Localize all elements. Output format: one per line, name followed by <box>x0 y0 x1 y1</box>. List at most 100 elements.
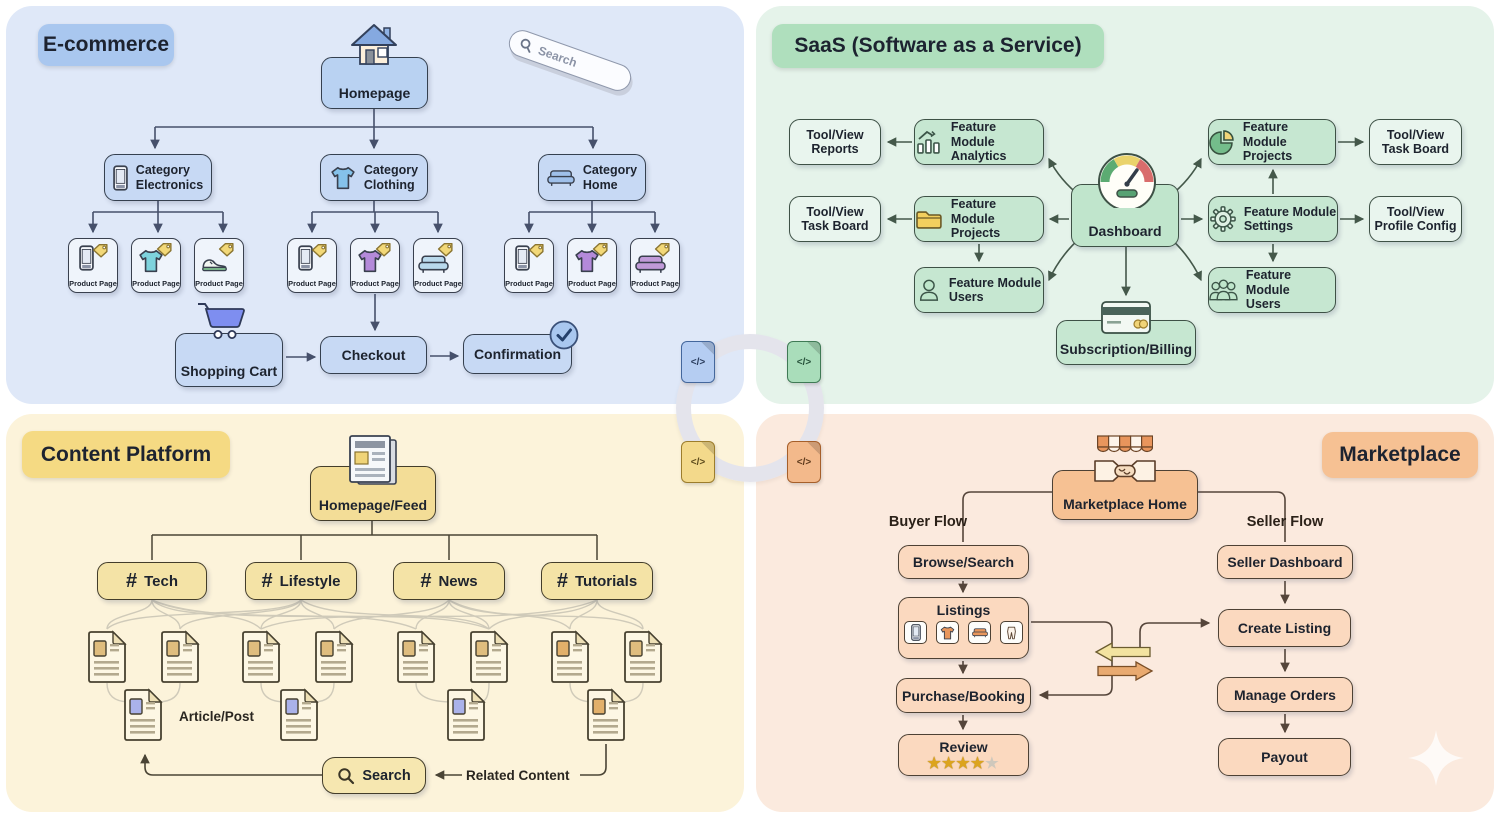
node-line2: Users <box>1245 297 1281 312</box>
browse-search-node: Browse/Search <box>898 545 1029 579</box>
marketplace-home-node: Marketplace Home <box>1052 470 1198 520</box>
gauge-icon <box>1098 153 1156 208</box>
article-document-icon <box>311 630 357 684</box>
article-post-document-icon <box>276 688 322 742</box>
product-page-card: Product Page <box>287 238 337 293</box>
node-line1: Feature Module <box>950 120 997 149</box>
article-post-document-icon <box>443 688 489 742</box>
article-document-icon <box>620 630 666 684</box>
node-line2: Task Board <box>1381 142 1450 156</box>
product-page-label: Product Page <box>505 279 553 288</box>
product-page-label: Product Page <box>195 279 243 288</box>
manage-orders-label: Manage Orders <box>1234 686 1336 703</box>
node-line1: Tool/View <box>1386 204 1445 219</box>
article-post-document-icon <box>583 688 629 742</box>
homepage-feed-label: Homepage/Feed <box>318 497 428 513</box>
saas-title: SaaS (Software as a Service) <box>794 34 1082 57</box>
tag-lifestyle-node: # Lifestyle <box>245 562 357 600</box>
folder-icon <box>916 211 942 229</box>
seller-dashboard-node: Seller Dashboard <box>1217 545 1353 579</box>
empty-star: ★ <box>985 754 1000 772</box>
search-icon <box>520 38 531 53</box>
category-line1: Category <box>363 163 419 178</box>
gear-icon <box>1209 206 1236 232</box>
tag-label: Tech <box>144 572 179 590</box>
tshirt-with-price-tag-icon <box>358 242 391 273</box>
node-line2: Profile Config <box>1374 219 1457 233</box>
listing-item-icons <box>904 621 1023 644</box>
node-line2: Settings <box>1243 219 1294 233</box>
review-label: Review <box>939 739 988 756</box>
homepage-node: Homepage <box>321 57 428 109</box>
category-line2: Home <box>582 177 618 192</box>
ecommerce-title-badge: E-commerce <box>38 24 174 66</box>
article-document-icon <box>157 630 203 684</box>
related-content-label: Related Content <box>466 768 570 783</box>
tag-label: Tutorials <box>574 572 638 590</box>
dashboard-label: Dashboard <box>1088 223 1162 239</box>
product-page-label: Product Page <box>414 279 462 288</box>
tag-tech-node: # Tech <box>97 562 207 600</box>
content-platform-title: Content Platform <box>40 442 212 466</box>
phone-with-price-tag-icon <box>79 243 108 271</box>
article-document-icon <box>393 630 439 684</box>
hash-icon: # <box>125 569 138 592</box>
manage-orders-node: Manage Orders <box>1217 677 1353 712</box>
article-post-label: Article/Post <box>179 709 255 724</box>
bar-chart-icon <box>917 130 940 154</box>
tshirt-with-price-tag-icon <box>575 242 608 273</box>
hash-icon: # <box>556 569 568 592</box>
article-document-icon <box>466 630 512 684</box>
awning-icon <box>1097 435 1153 453</box>
node-line1: Tool/View <box>806 204 864 219</box>
checkout-label: Checkout <box>341 347 406 363</box>
marketplace-home-label: Marketplace Home <box>1063 496 1187 512</box>
sneaker-with-price-tag-icon <box>201 242 234 272</box>
sofa-icon <box>547 168 575 187</box>
code-glyph: </> <box>796 456 812 468</box>
shopping-cart-label: Shopping Cart <box>180 363 278 379</box>
checkout-node: Checkout <box>320 336 427 374</box>
product-page-card: Product Page <box>630 238 680 293</box>
payout-label: Payout <box>1261 749 1308 765</box>
search-icon <box>338 767 355 784</box>
article-document-icon <box>84 630 130 684</box>
hash-icon: # <box>420 569 432 592</box>
buyer-flow-label: Buyer Flow <box>888 514 968 530</box>
payout-node: Payout <box>1218 738 1351 776</box>
node-line2: Projects <box>1242 149 1293 164</box>
marketplace-title: Marketplace <box>1339 443 1461 466</box>
code-file-icon-orange: </> <box>787 441 821 483</box>
product-page-label: Product Page <box>69 279 117 288</box>
listings-node: Listings <box>898 597 1029 659</box>
shopping-cart-node: Shopping Cart <box>175 333 283 387</box>
saas-title-badge: SaaS (Software as a Service) <box>772 24 1104 68</box>
product-page-card: Product Page <box>504 238 554 293</box>
product-page-card: Product Page <box>413 238 463 293</box>
code-glyph: </> <box>690 456 706 468</box>
node-line1: Tool/View <box>806 127 864 142</box>
seller-flow-label: Seller Flow <box>1246 514 1324 530</box>
credit-card-icon <box>1101 301 1151 334</box>
category-line1: Category <box>135 163 190 178</box>
listings-label: Listings <box>936 602 991 618</box>
tag-label: Lifestyle <box>279 572 341 590</box>
listing-phone-icon <box>904 621 927 644</box>
listing-shirt-icon <box>936 621 959 644</box>
create-listing-label: Create Listing <box>1237 620 1332 636</box>
node-line2: Reports <box>811 142 859 156</box>
product-page-card: Product Page <box>567 238 617 293</box>
filled-stars: ★★★★ <box>927 754 986 772</box>
product-page-card: Product Page <box>68 238 118 293</box>
